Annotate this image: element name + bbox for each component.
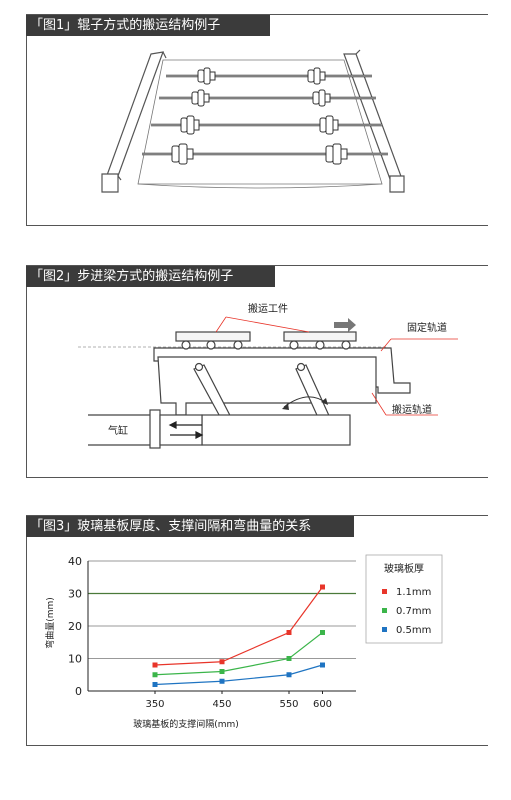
- legend-title: 玻璃板厚: [384, 562, 424, 575]
- data-point: [320, 662, 325, 668]
- x-axis-label: 玻璃基板的支撑间隔(mm): [133, 718, 239, 730]
- legend-marker: [382, 608, 387, 613]
- x-tick-label: 550: [279, 699, 298, 710]
- legend-label: 0.5mm: [396, 625, 431, 636]
- y-tick-label: 40: [68, 555, 82, 568]
- figure-1-title: 「图1」辊子方式的搬运结构例子: [26, 15, 270, 36]
- legend-box: [365, 554, 443, 644]
- data-point: [152, 672, 158, 678]
- panel-border: [26, 477, 488, 478]
- y-tick-label: 10: [68, 653, 82, 666]
- rollers: [142, 67, 388, 165]
- legend-marker: [382, 589, 387, 594]
- panel-border: [26, 265, 27, 478]
- label-transport-rail: 搬运轨道: [392, 403, 432, 416]
- right-frame-rail: [343, 53, 403, 180]
- series-line: [154, 664, 323, 686]
- y-tick-label: 30: [68, 588, 82, 601]
- x-tick-label: 600: [313, 699, 332, 710]
- legend-label: 0.7mm: [396, 606, 431, 617]
- figure-3-panel: 「图3」玻璃基板厚度、支撑间隔和弯曲量的关系 0 10 20 30 40 350 450 55…: [26, 515, 488, 746]
- data-point: [286, 656, 292, 661]
- move-arrow-icon: [334, 318, 356, 332]
- walking-beam-drawing: 搬运工件 固定轨道 搬运轨道 气缸: [78, 302, 458, 449]
- label-fixed-rail: 固定轨道: [407, 321, 447, 334]
- glass-sheet: [137, 59, 383, 185]
- y-tick-label: 0: [75, 685, 82, 698]
- x-tick-label: 350: [145, 699, 164, 710]
- figure-2-title: 「图2」步进梁方式的搬运结构例子: [26, 266, 275, 287]
- data-point: [219, 678, 225, 684]
- data-point: [286, 630, 292, 635]
- legend-marker: [382, 627, 387, 632]
- data-point: [320, 630, 325, 635]
- figure-2-panel: 「图2」步进梁方式的搬运结构例子: [26, 265, 488, 478]
- workpiece-2: [283, 331, 357, 342]
- deflection-chart: 0 10 20 30 40 350 450 550 600 弯曲量(mm) 玻璃基板的支撑间隔(…: [44, 554, 443, 730]
- data-point: [152, 662, 158, 668]
- panel-border: [26, 225, 488, 226]
- series-line: [154, 632, 323, 676]
- x-tick-label: 450: [212, 699, 231, 710]
- panel-border: [26, 515, 488, 516]
- panel-border: [26, 14, 488, 15]
- figure-3-title: 「图3」玻璃基板厚度、支撑间隔和弯曲量的关系: [26, 516, 354, 537]
- panel-border: [26, 745, 488, 746]
- transport-beam: [157, 356, 377, 416]
- right-frame-rail-base: [389, 175, 405, 193]
- data-point: [320, 584, 325, 590]
- cylinder-head: [149, 409, 161, 449]
- legend-label: 1.1mm: [396, 587, 431, 598]
- label-workpiece: 搬运工件: [248, 302, 288, 315]
- workpiece-1: [175, 331, 251, 342]
- y-tick-label: 20: [68, 620, 82, 633]
- series-line: [154, 586, 323, 666]
- cylinder-rod-block: [201, 414, 351, 446]
- data-point: [286, 672, 292, 678]
- data-point: [219, 669, 225, 674]
- left-frame-rail-base: [101, 173, 119, 193]
- figure-1-panel: 「图1」辊子方式的搬运结构例子: [26, 14, 488, 226]
- data-point: [152, 682, 158, 687]
- panel-border: [26, 265, 488, 266]
- label-cylinder: 气缸: [108, 424, 128, 437]
- panel-border: [26, 515, 27, 746]
- y-axis-label: 弯曲量(mm): [44, 597, 56, 649]
- roller-conveyor-drawing: [101, 49, 405, 193]
- panel-border: [26, 14, 27, 226]
- left-frame-rail: [105, 51, 164, 179]
- data-point: [219, 659, 225, 665]
